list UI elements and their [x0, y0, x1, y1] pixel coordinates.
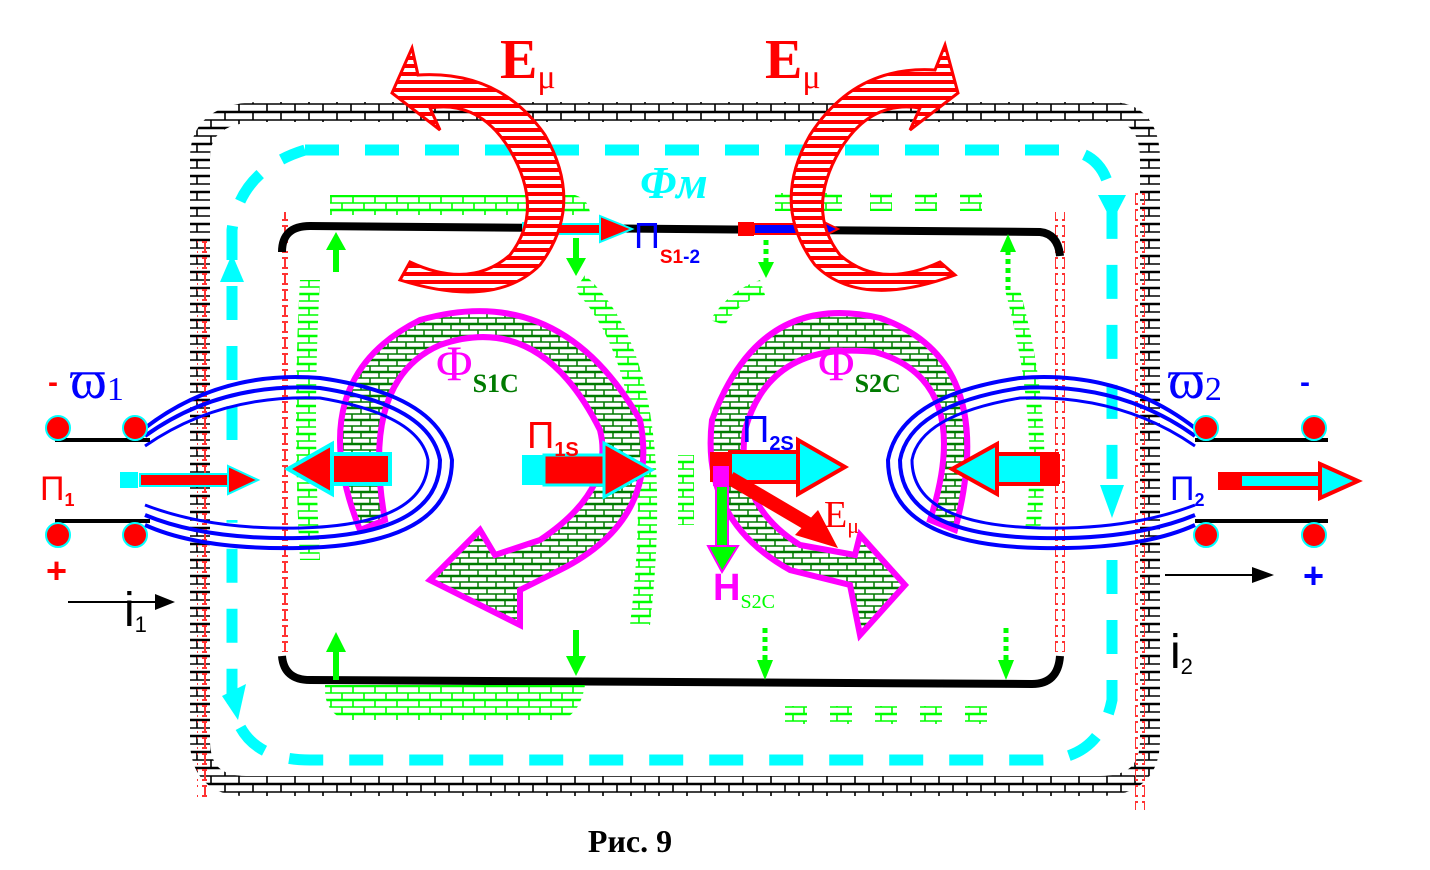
figure-caption: Рис. 9: [588, 823, 672, 859]
leakage-band-center-left: [575, 275, 658, 625]
leakage-band-center-right: [710, 280, 765, 325]
right-terminals: [1193, 415, 1328, 548]
secondary-winding: [885, 375, 1197, 551]
label-pi-1s: П1S: [527, 415, 579, 461]
green-arrow-down-center-top: [566, 238, 586, 276]
terminal-right-top-outer: [1301, 415, 1327, 441]
label-i-2: i2: [1170, 626, 1193, 679]
label-h-s2c: HS2C: [713, 567, 775, 613]
left-terminals: [45, 415, 150, 548]
label-right-plus: +: [1303, 555, 1324, 596]
poynting-arrow-pi1s: [522, 440, 656, 500]
label-left-plus: +: [46, 550, 67, 591]
label-phi-s1c: ΦS1C: [436, 335, 519, 398]
label-phi-s2c: ΦS2C: [818, 335, 901, 398]
poynting-arrow-pi2: [1218, 460, 1363, 502]
label-omega-2: ϖ2: [1168, 349, 1222, 411]
label-pi-2: П2: [1170, 470, 1204, 510]
terminal-left-top-outer: [45, 415, 71, 441]
red-boundary-right-outer: [1135, 190, 1145, 810]
green-arrow-up-left-bottom: [326, 632, 346, 680]
h-s2c-arrow: [706, 466, 740, 575]
phi-s2c-swirl: [707, 310, 971, 642]
label-omega-1: ϖ1: [70, 349, 124, 411]
poynting-arrow-pi1-left-inner: [283, 440, 392, 498]
e-mu-curved-arrow-left: [390, 43, 566, 294]
e-mu-center-arrow: [726, 471, 838, 548]
label-left-minus: -: [48, 366, 58, 399]
green-dotted-arrow-down-right-bottom-2: [998, 628, 1014, 680]
main-flux-arrowhead-up: [220, 254, 244, 282]
leakage-band-center-mid: [678, 455, 694, 525]
green-dotted-arrow-up-right-top: [1000, 234, 1016, 290]
leakage-band-top-left: [330, 195, 590, 215]
label-e-mu-left: Eμ: [500, 29, 556, 96]
poynting-arrow-pi2-right-inner: [947, 440, 1060, 498]
green-dotted-arrow-down-right-bottom: [757, 628, 773, 680]
main-flux-arrowhead-down: [1100, 485, 1124, 518]
terminal-left-top-inner: [122, 415, 148, 441]
label-i-1: i1: [124, 584, 147, 637]
label-pi-1: П1: [40, 470, 74, 510]
terminal-right-bottom-inner: [1193, 522, 1219, 548]
main-flux-arrowhead-right: [1098, 195, 1126, 222]
green-arrow-down-center-bottom: [566, 630, 586, 676]
terminal-right-bottom-outer: [1301, 522, 1327, 548]
main-flux-arrowhead-left-bottom: [222, 684, 246, 720]
poynting-arrow-pi1: [120, 464, 261, 496]
label-phi-m: Φм: [640, 157, 708, 208]
leakage-band-bottom-left: [325, 685, 585, 720]
inner-core-top: [278, 221, 1064, 257]
terminal-left-bottom-inner: [122, 522, 148, 548]
red-boundary-right-inner: [1055, 212, 1065, 652]
current-arrow-i2: [1165, 567, 1274, 583]
label-e-mu-right: Eμ: [765, 29, 821, 96]
leakage-band-right-vertical: [1005, 290, 1045, 530]
leakage-dashes-top-right: [775, 193, 982, 211]
inner-core-bottom: [278, 655, 1064, 689]
leakage-band-left-vertical: [296, 280, 320, 560]
outer-core-frame: [190, 102, 1160, 796]
label-e-mu-center: Eμ: [824, 494, 859, 538]
leakage-dashes-bottom-right: [785, 706, 987, 724]
primary-winding: [143, 375, 455, 551]
current-arrow-i1: [68, 594, 175, 610]
terminal-right-top-inner: [1193, 415, 1219, 441]
phi-s1c-swirl: [337, 308, 647, 630]
green-arrow-up-left-top: [326, 232, 346, 272]
label-pi-s12: ПS1-2: [634, 215, 700, 268]
terminal-left-bottom-outer: [45, 522, 71, 548]
red-boundary-left-inner: [278, 212, 288, 652]
green-dotted-arrow-down-right-top: [758, 240, 774, 278]
label-pi-2s: П2S: [742, 409, 794, 455]
label-right-minus: -: [1300, 366, 1310, 399]
e-mu-curved-arrow-right: [789, 40, 960, 292]
